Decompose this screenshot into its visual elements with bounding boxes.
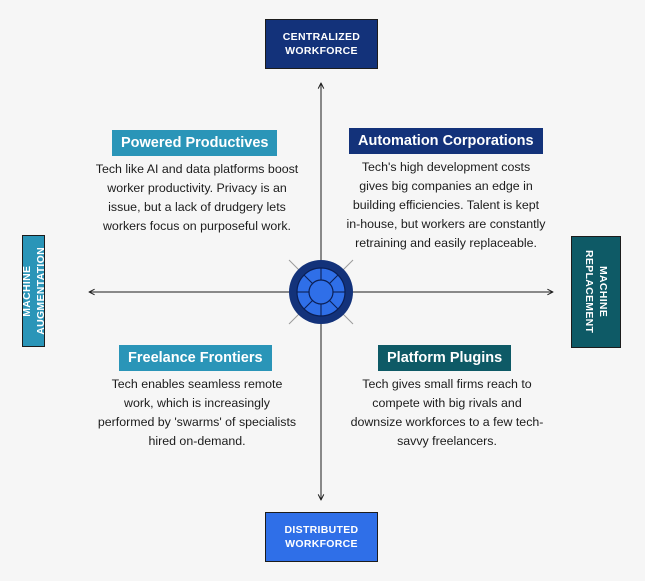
- axis-bottom-line-2: WORKFORCE: [285, 538, 358, 550]
- axis-right-line-2: REPLACEMENT: [583, 250, 595, 334]
- text-line: savvy freelancers.: [397, 434, 497, 448]
- platform-plugins-description: Tech gives small firms reach to compete …: [337, 375, 557, 451]
- text-line: Tech enables seamless remote: [111, 377, 283, 391]
- text-line: Tech like AI and data platforms boost: [95, 162, 299, 176]
- text-line: worker productivity. Privacy is an: [107, 181, 287, 195]
- freelance-frontiers-description: Tech enables seamless remote work, which…: [87, 375, 307, 451]
- text-line: Tech's high development costs: [361, 160, 531, 174]
- powered-productives-description: Tech like AI and data platforms boost wo…: [87, 160, 307, 236]
- text-line: performed by 'swarms' of specialists: [97, 415, 297, 429]
- text-line: retraining and easily replaceable.: [355, 236, 537, 250]
- axis-left-line-2: AUGMENTATION: [34, 247, 47, 335]
- distributed-workforce-label: DISTRIBUTED WORKFORCE: [265, 512, 378, 562]
- text-line: work, which is increasingly: [124, 396, 270, 410]
- text-line: in-house, but workers are constantly: [346, 217, 546, 231]
- axis-top-line-1: CENTRALIZED: [282, 31, 361, 43]
- axis-bottom-line-1: DISTRIBUTED: [284, 524, 359, 536]
- text-line: workers focus on purposeful work.: [102, 219, 291, 233]
- axis-left-line-1: MACHINE: [20, 265, 33, 317]
- text-line: gives big companies an edge in: [359, 179, 533, 193]
- text-line: downsize workforces to a few tech-: [350, 415, 544, 429]
- center-compass-icon: [288, 259, 354, 325]
- text-line: hired on-demand.: [148, 434, 246, 448]
- automation-corporations-title: Automation Corporations: [349, 128, 543, 154]
- axis-right-line-1: MACHINE: [597, 266, 609, 318]
- centralized-workforce-label: CENTRALIZED WORKFORCE: [265, 19, 378, 69]
- automation-corporations-description: Tech's high development costs gives big …: [336, 158, 556, 253]
- powered-productives-title: Powered Productives: [112, 130, 278, 156]
- text-line: issue, but a lack of drudgery lets: [108, 200, 286, 214]
- text-line: compete with big rivals and: [372, 396, 522, 410]
- text-line: Tech gives small firms reach to: [362, 377, 532, 391]
- platform-plugins-title: Platform Plugins: [378, 345, 512, 371]
- text-line: building efficiencies. Talent is kept: [352, 198, 540, 212]
- axis-top-line-2: WORKFORCE: [285, 45, 358, 57]
- freelance-frontiers-title: Freelance Frontiers: [119, 345, 272, 371]
